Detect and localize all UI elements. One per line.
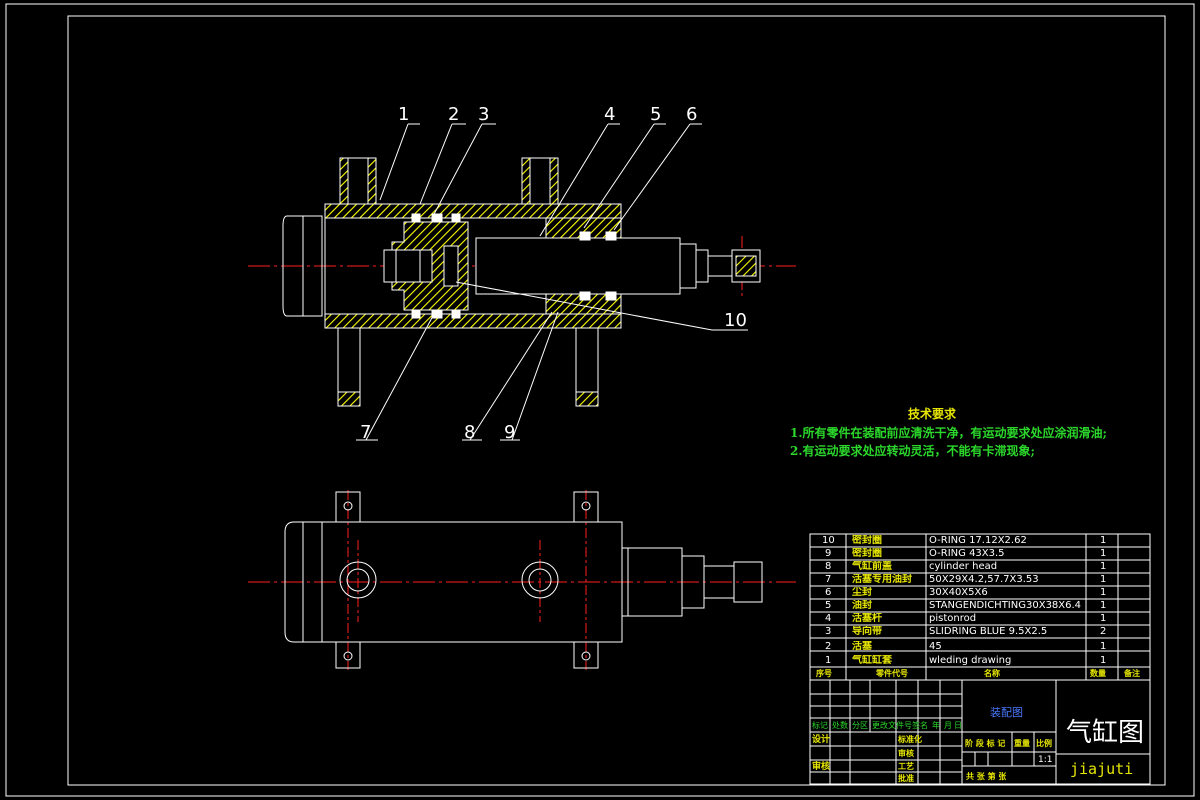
scale-value: 1:1 — [1038, 755, 1053, 765]
rev-count: 处数 — [832, 721, 848, 730]
bom-cn: 油封 — [852, 600, 872, 611]
bom-header-name: 名称 — [984, 669, 1000, 678]
barrel-wall-bottom — [324, 313, 622, 329]
callout-8: 8 — [464, 422, 476, 443]
bom-qty: 1 — [1100, 613, 1107, 624]
callout-3: 3 — [478, 104, 490, 125]
bom-qty: 1 — [1100, 655, 1107, 666]
ratio-label: 比例 — [1036, 739, 1052, 748]
bom-cn: 尘封 — [852, 587, 872, 598]
bom-spec: O-RING 43X3.5 — [929, 548, 1005, 559]
piston-rod — [475, 237, 681, 295]
bom-qty: 2 — [1100, 626, 1107, 637]
bom-cn: 导向带 — [852, 626, 882, 637]
bom-no: 10 — [822, 535, 835, 546]
bom-spec: SLIDRING BLUE 9.5X2.5 — [929, 626, 1048, 637]
bom-no: 5 — [825, 600, 832, 611]
callout-5: 5 — [650, 104, 662, 125]
bom-qty: 1 — [1100, 561, 1107, 572]
bom-no: 1 — [825, 655, 832, 666]
bom-qty: 1 — [1100, 535, 1107, 546]
bom-no: 9 — [825, 548, 832, 559]
bom-no: 4 — [825, 613, 832, 624]
bom-spec: O-RING 17.12X2.62 — [929, 535, 1027, 546]
bom-spec: pistonrod — [929, 613, 977, 624]
bom-qty: 1 — [1100, 574, 1107, 585]
bom-cn: 气缸前盖 — [852, 561, 892, 572]
bom-cn: 活塞专用油封 — [852, 574, 912, 585]
bom-header-note: 备注 — [1124, 669, 1140, 678]
outer-border — [5, 3, 1195, 797]
assembly-label: 装配图 — [990, 707, 1023, 719]
drawing-title: 气缸图 — [1066, 718, 1145, 748]
drawing-code: jiajuti — [1070, 760, 1134, 778]
approve-label: 批准 — [898, 774, 914, 783]
callout-9: 9 — [504, 422, 516, 443]
craft-label: 工艺 — [898, 762, 914, 771]
callout-10: 10 — [724, 310, 747, 331]
bom-header-qty: 数量 — [1090, 669, 1106, 678]
bom-cn: 气缸缸套 — [852, 655, 892, 666]
review-label: 审核 — [898, 749, 914, 758]
title-block-grid — [809, 533, 1151, 785]
tech-requirement-2: 2.有运动要求处应转动灵活，不能有卡滞现象; — [790, 444, 1035, 458]
callout-2: 2 — [448, 104, 460, 125]
bom-header-no: 序号 — [816, 669, 832, 678]
weight-label: 重量 — [1014, 739, 1030, 748]
check-label: 审核 — [812, 762, 831, 772]
rev-sign: 签名 — [912, 721, 928, 730]
bom-qty: 1 — [1100, 600, 1107, 611]
top-view — [248, 490, 796, 670]
callout-6: 6 — [686, 104, 698, 125]
bom-header-code: 零件代号 — [876, 669, 908, 678]
stage-label: 阶 段 标 记 — [965, 739, 1006, 748]
bom-no: 3 — [825, 626, 832, 637]
bom-cn: 密封圈 — [852, 535, 882, 546]
barrel-wall-top — [324, 203, 622, 219]
tech-requirement-1: 1.所有零件在装配前应清洗干净，有运动要求处应涂润滑油; — [790, 426, 1107, 440]
callout-4: 4 — [604, 104, 616, 125]
bom-no: 7 — [825, 574, 832, 585]
tech-requirements-title: 技术要求 — [908, 407, 957, 421]
rev-day: 日 — [954, 721, 962, 730]
bom-no: 8 — [825, 561, 832, 572]
rev-month: 月 — [944, 721, 952, 730]
sheets-label: 共 张 第 张 — [966, 772, 1007, 781]
bom-qty: 1 — [1100, 548, 1107, 559]
rev-zone: 分区 — [852, 721, 868, 730]
bom-spec: wleding drawing — [929, 655, 1012, 666]
bom-no: 6 — [825, 587, 832, 598]
bom-qty: 1 — [1100, 641, 1107, 652]
design-label: 设计 — [812, 735, 831, 745]
bom-spec: 50X29X4.2,57.7X3.53 — [929, 574, 1039, 585]
bom-spec: 30X40X5X6 — [929, 587, 988, 598]
standard-label: 标准化 — [898, 735, 922, 744]
bom-qty: 1 — [1100, 587, 1107, 598]
bom-no: 2 — [825, 641, 832, 652]
bom-spec: 45 — [929, 641, 942, 652]
bom-cn: 活塞 — [852, 641, 872, 652]
section-view — [248, 123, 796, 441]
bom-cn: 密封圈 — [852, 548, 882, 559]
rev-doc: 更改文件号 — [872, 721, 912, 730]
callout-1: 1 — [398, 104, 410, 125]
front-cap — [545, 217, 622, 239]
bom-spec: cylinder head — [929, 561, 998, 572]
bom-cn: 活塞杆 — [852, 613, 882, 624]
rev-mark: 标记 — [812, 721, 828, 730]
bom-spec: STANGENDICHTING30X38X6.4 — [929, 600, 1082, 611]
rev-year: 年 — [932, 721, 940, 730]
inner-border — [67, 15, 1166, 786]
callout-7: 7 — [360, 422, 372, 443]
